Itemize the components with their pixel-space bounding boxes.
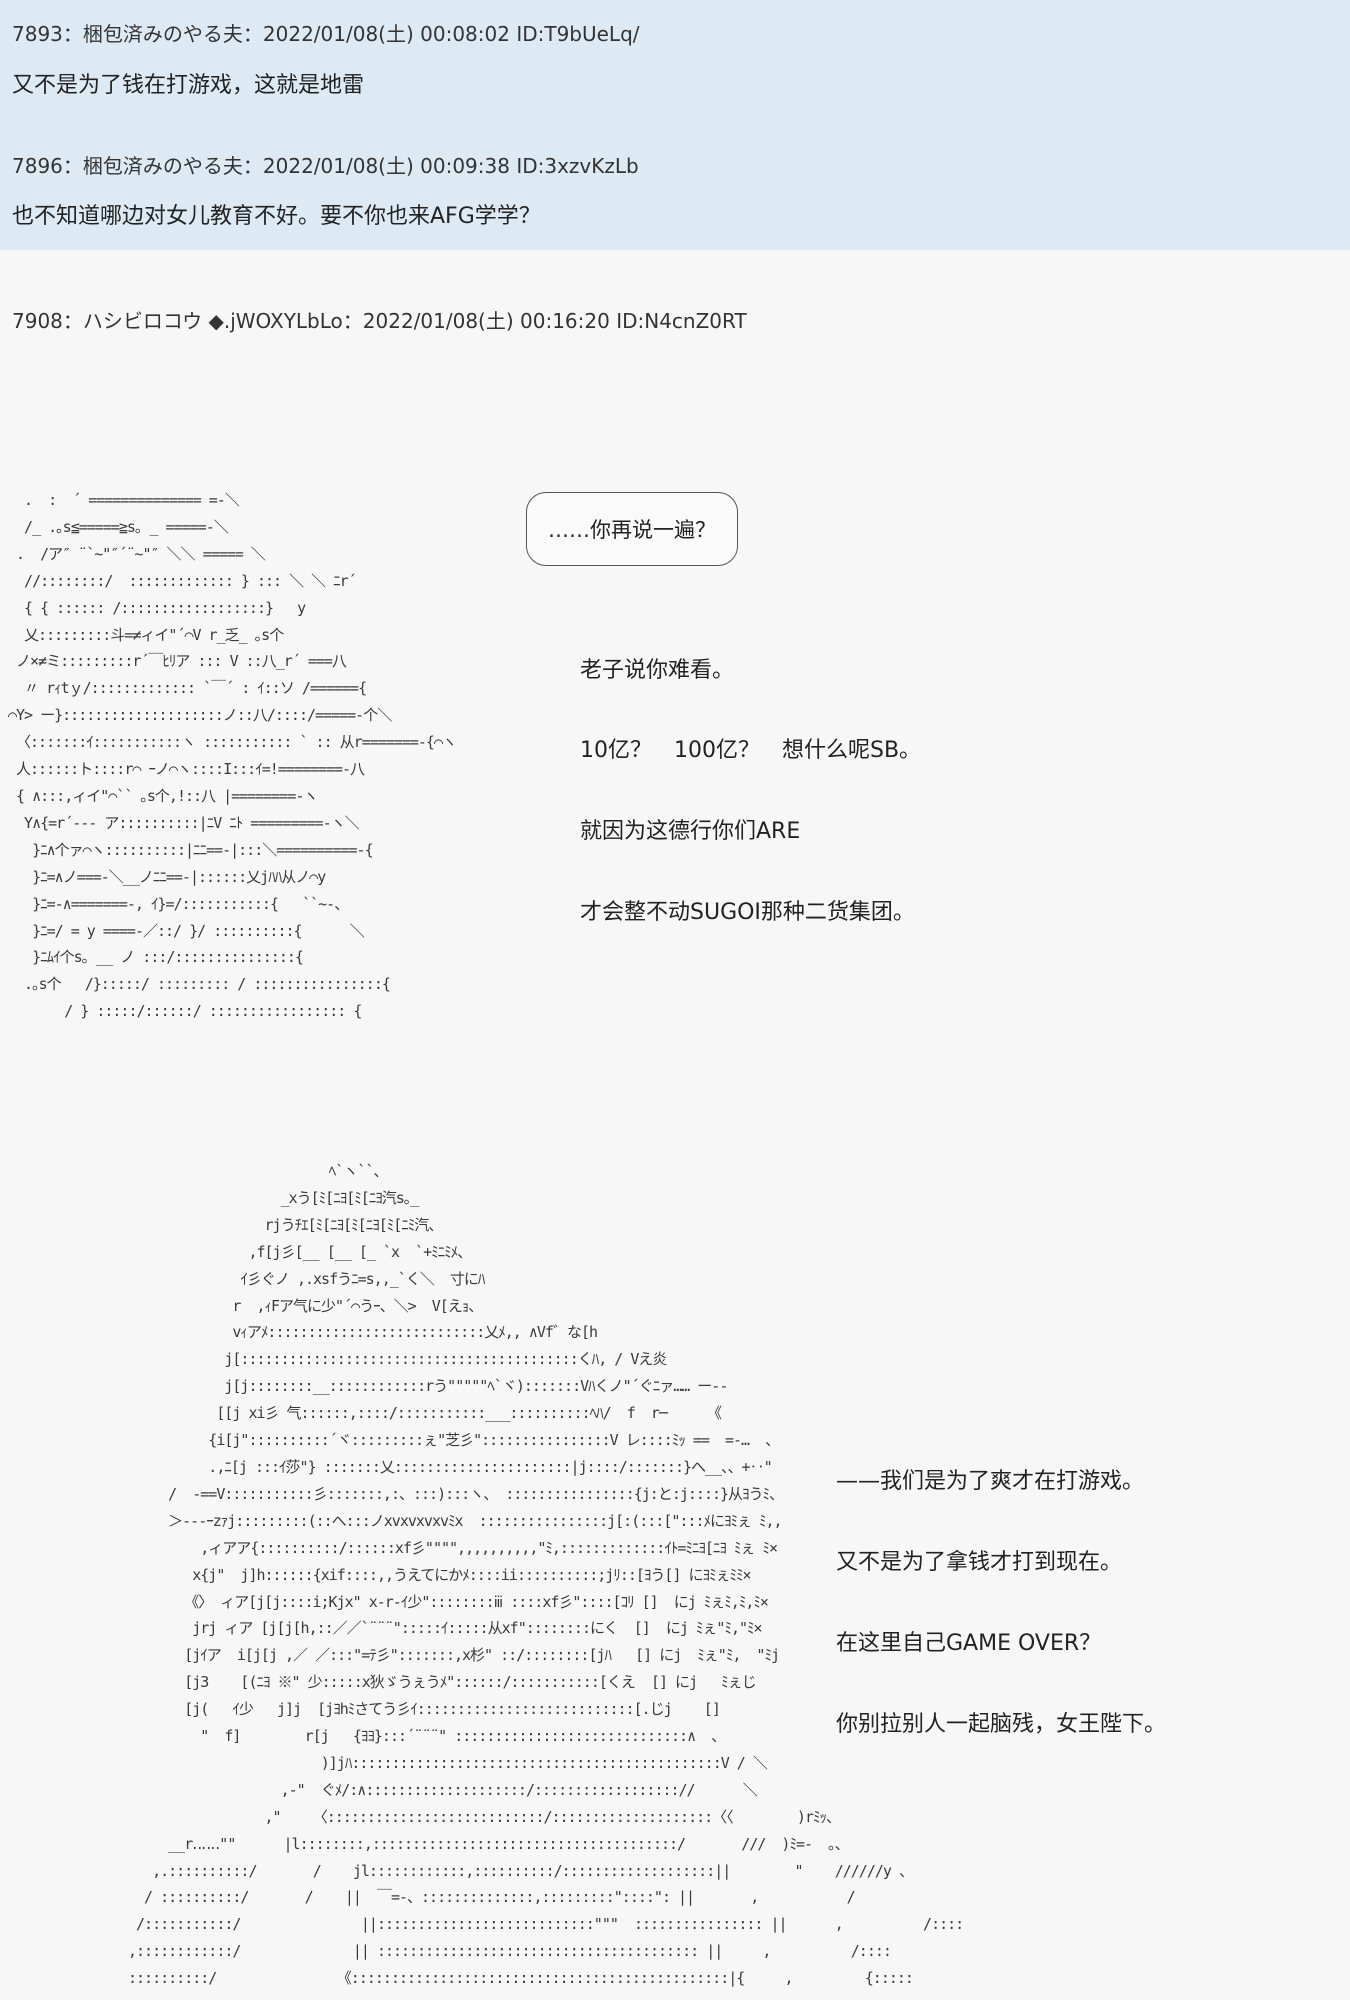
ascii-art-character-1: . : ´ ============== =-＼ /_ .｡s≦=====≧s｡… (8, 491, 457, 1021)
post-header-7908: 7908：ハシビロコウ ◆.jWOXYLbLo：2022/01/08(土) 00… (12, 309, 747, 333)
ascii-art-character-2: ﾍ`ヽ``、 _xう[ﾐ[ﾆﾖ[ﾐ[ﾆﾖ汽s｡_ rjうﾁｴ[ﾐ[ﾆﾖ[ﾐ[ﾆﾖ… (128, 1162, 964, 1988)
dialogue-line-5: ——我们是为了爽才在打游戏。 (836, 1469, 1145, 1494)
post-header-7896: 7896：梱包済みのやる夫：2022/01/08(土) 00:09:38 ID:… (12, 154, 639, 178)
post-body-7893: 又不是为了钱在打游戏，这就是地雷 (12, 73, 365, 98)
dialogue-line-7: 在这里自己GAME OVER？ (836, 1631, 1102, 1656)
dialogue-line-1: 老子说你难看。 (580, 658, 735, 683)
post-body-7896: 也不知道哪边对女儿教育不好。要不你也来AFG学学？ (12, 204, 541, 229)
dialogue-line-3: 就因为这德行你们ARE (580, 819, 801, 844)
dialogue-line-8: 你别拉别人一起脑残，女王陛下。 (836, 1712, 1167, 1737)
dialogue-line-6: 又不是为了拿钱才打到现在。 (836, 1550, 1123, 1575)
speech-bubble-text: ……你再说一遍？ (548, 518, 716, 542)
post-header-7893: 7893：梱包済みのやる夫：2022/01/08(土) 00:08:02 ID:… (12, 22, 640, 46)
dialogue-line-4: 才会整不动SUGOI那种二货集团。 (580, 900, 915, 925)
quoted-posts-panel: 7893：梱包済みのやる夫：2022/01/08(土) 00:08:02 ID:… (0, 0, 1350, 250)
dialogue-line-2: 10亿？ 100亿？ 想什么呢SB。 (580, 738, 922, 763)
speech-bubble: ……你再说一遍？ (526, 492, 738, 566)
